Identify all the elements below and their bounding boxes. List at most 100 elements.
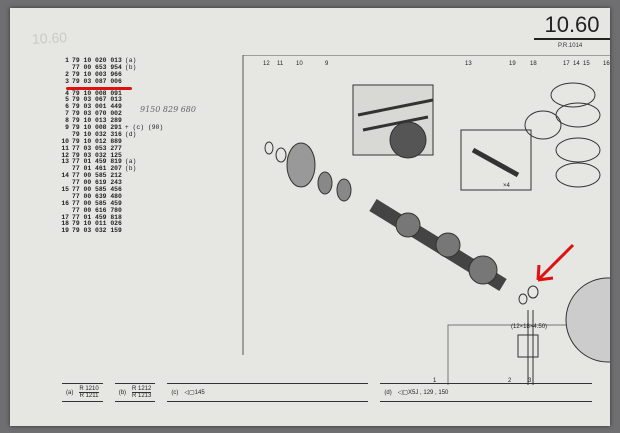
part-ref: 3 (65, 77, 69, 85)
part-number: 77 03 053 277 (72, 144, 122, 152)
callout-label: 2 (508, 378, 512, 384)
part-ref: 4 (65, 89, 69, 97)
part-row: 77 00 639 480 (60, 192, 163, 201)
callout-label: 17 (563, 61, 570, 67)
part-number: 79 10 008 291 (72, 124, 122, 132)
part-ref: 19 (61, 227, 69, 235)
part-ref: 5 (65, 96, 69, 104)
part-number: 77 00 619 243 (72, 179, 122, 187)
part-number: 79 03 067 013 (72, 96, 122, 104)
part-number: 79 10 008 091 (72, 89, 122, 97)
part-number: 79 10 013 289 (72, 117, 122, 125)
part-number: 79 10 011 026 (72, 220, 122, 228)
handwritten-note: 9150 829 680 (140, 105, 196, 114)
callout-label: 1 (433, 378, 437, 384)
callout-label: 13 (465, 61, 472, 67)
piston-inset (460, 129, 532, 191)
part-number: 79 03 087 006 (72, 77, 122, 85)
part-ref: 9 (65, 124, 69, 132)
legend-entry: (c) ◁▢145 (167, 383, 369, 402)
part-number: 77 00 616 780 (72, 206, 122, 214)
callout-label: 10 (296, 61, 303, 67)
page-code: P.R.1014 (558, 43, 583, 49)
part-note: (b) (124, 165, 137, 173)
catalog-page: 10.60 10.60 P.R.1014 (10, 8, 610, 426)
part-ref: 13 (61, 158, 69, 166)
part-number: 79 03 070 002 (72, 110, 122, 118)
part-ref: 11 (61, 144, 69, 152)
red-arrow (536, 243, 575, 282)
callout-label: 15 (583, 61, 590, 67)
part-number: 77 00 639 480 (72, 192, 122, 200)
callout-label: 3 (528, 378, 532, 384)
page-number: 10.60 (534, 12, 610, 40)
flywheel (565, 277, 610, 363)
callout-label: 9 (325, 61, 329, 67)
part-row: 79 10 032 316(d) (60, 131, 163, 139)
part-ref: 7 (65, 110, 69, 118)
legend-text: ◁▢X5J , 129 , 150 (397, 390, 449, 396)
part-number: 77 00 585 459 (72, 199, 122, 207)
legend-top: R 1210 (79, 386, 99, 393)
part-ref: 10 (61, 137, 69, 145)
part-ref: 18 (61, 220, 69, 228)
part-number: 79 03 032 159 (72, 227, 122, 235)
part-note: (a) (124, 57, 137, 64)
part-number: 79 10 003 966 (72, 70, 122, 78)
part-number: 77 00 585 456 (72, 186, 122, 194)
legend-key: (b) (118, 389, 127, 396)
part-ref: 14 (61, 172, 69, 180)
part-ref: 15 (61, 186, 69, 194)
part-number: 77 01 461 207 (72, 165, 122, 173)
callout-label: 18 (530, 61, 537, 67)
callout-label: 16 (603, 61, 610, 67)
callout-label: 19 (509, 61, 516, 67)
legend-text: ◁▢145 (184, 390, 205, 396)
part-ref: 6 (65, 103, 69, 111)
part-number: 79 10 012 889 (72, 137, 122, 145)
part-ref: 16 (61, 199, 69, 207)
legend-key: (a) (66, 389, 74, 396)
red-underline-highlight (66, 86, 132, 90)
legend-bottom: R 1213 (132, 393, 152, 399)
part-number: 77 00 653 954 (72, 63, 122, 71)
part-number: 77 01 459 818 (72, 213, 122, 221)
pulley (264, 141, 316, 188)
part-ref: 1 (65, 57, 69, 64)
callout-label: 14 (573, 61, 580, 67)
dimension-label: (12×18×4.50) (511, 324, 547, 330)
part-number: 77 01 459 819 (72, 158, 122, 166)
part-row: 77 00 616 780 (60, 206, 163, 215)
part-note: (a) (124, 158, 137, 166)
part-number: 79 10 020 013 (72, 57, 122, 64)
ghost-page-number: 10.60 (31, 29, 68, 47)
part-ref: 2 (65, 70, 69, 78)
legend-key: (d) (384, 389, 392, 396)
legend-key: (c) (171, 389, 179, 396)
piston-rings (524, 82, 601, 188)
part-ref: 17 (61, 213, 69, 221)
crankshaft-drawing (369, 199, 507, 291)
part-row: 77 00 619 243 (60, 179, 163, 187)
